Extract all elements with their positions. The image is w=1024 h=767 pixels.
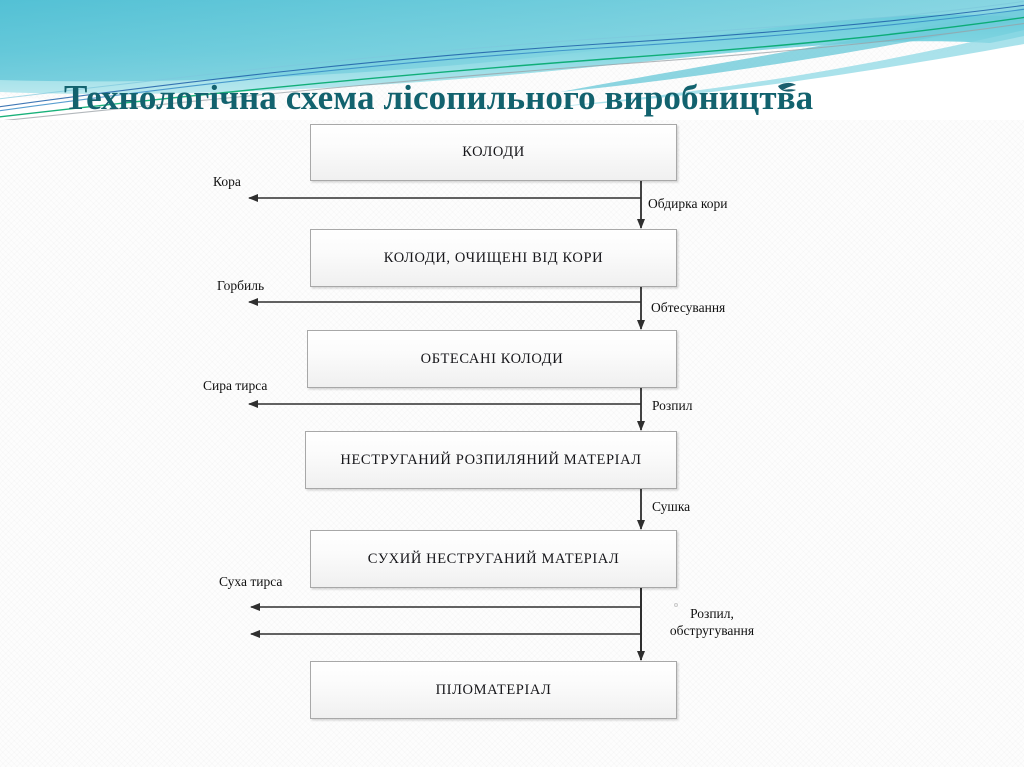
byproduct-label-sukha-tyrsa: Суха тирса <box>219 574 283 589</box>
node-label: ПІЛОМАТЕРІАЛ <box>435 681 552 698</box>
process-label-rozpyl: Розпил <box>652 398 693 413</box>
page-title: Технологічна схема лісопильного виробниц… <box>64 78 814 117</box>
small-circle-mark <box>674 603 678 607</box>
process-label-sushka: Сушка <box>652 499 691 514</box>
node-kolody-ochyshcheni[interactable]: КОЛОДИ, ОЧИЩЕНІ ВІД КОРИ <box>310 229 677 287</box>
node-nestruhanyi-rozpylianyi[interactable]: НЕСТРУГАНИЙ РОЗПИЛЯНИЙ МАТЕРІАЛ <box>305 431 677 489</box>
header-decoration-band <box>0 0 1024 120</box>
node-label: НЕСТРУГАНИЙ РОЗПИЛЯНИЙ МАТЕРІАЛ <box>340 451 642 468</box>
process-label-obdyrka-kory: Обдирка кори <box>648 196 728 211</box>
byproduct-label-syra-tyrsa: Сира тирса <box>203 378 268 393</box>
node-kolody[interactable]: КОЛОДИ <box>310 124 677 181</box>
node-label: КОЛОДИ, ОЧИЩЕНІ ВІД КОРИ <box>383 249 604 266</box>
node-label: СУХИЙ НЕСТРУГАНИЙ МАТЕРІАЛ <box>367 550 620 567</box>
node-pilomaterial[interactable]: ПІЛОМАТЕРІАЛ <box>310 661 677 719</box>
process-label-obtesuvannia: Обтесування <box>651 300 726 315</box>
node-label: КОЛОДИ <box>462 144 525 160</box>
node-sukhyi-nestruhanyi[interactable]: СУХИЙ НЕСТРУГАНИЙ МАТЕРІАЛ <box>310 530 677 588</box>
node-label: ОБТЕСАНІ КОЛОДИ <box>420 350 564 367</box>
node-obtesani-kolody[interactable]: ОБТЕСАНІ КОЛОДИ <box>307 330 677 388</box>
byproduct-label-horbyl: Горбиль <box>217 278 265 293</box>
process-label-rozpyl-obstruhuvannia: Розпил, обстругування <box>669 606 755 638</box>
leaf-mark <box>778 82 796 92</box>
wave-graphic <box>0 0 1024 120</box>
byproduct-label-kora: Кора <box>213 174 241 189</box>
